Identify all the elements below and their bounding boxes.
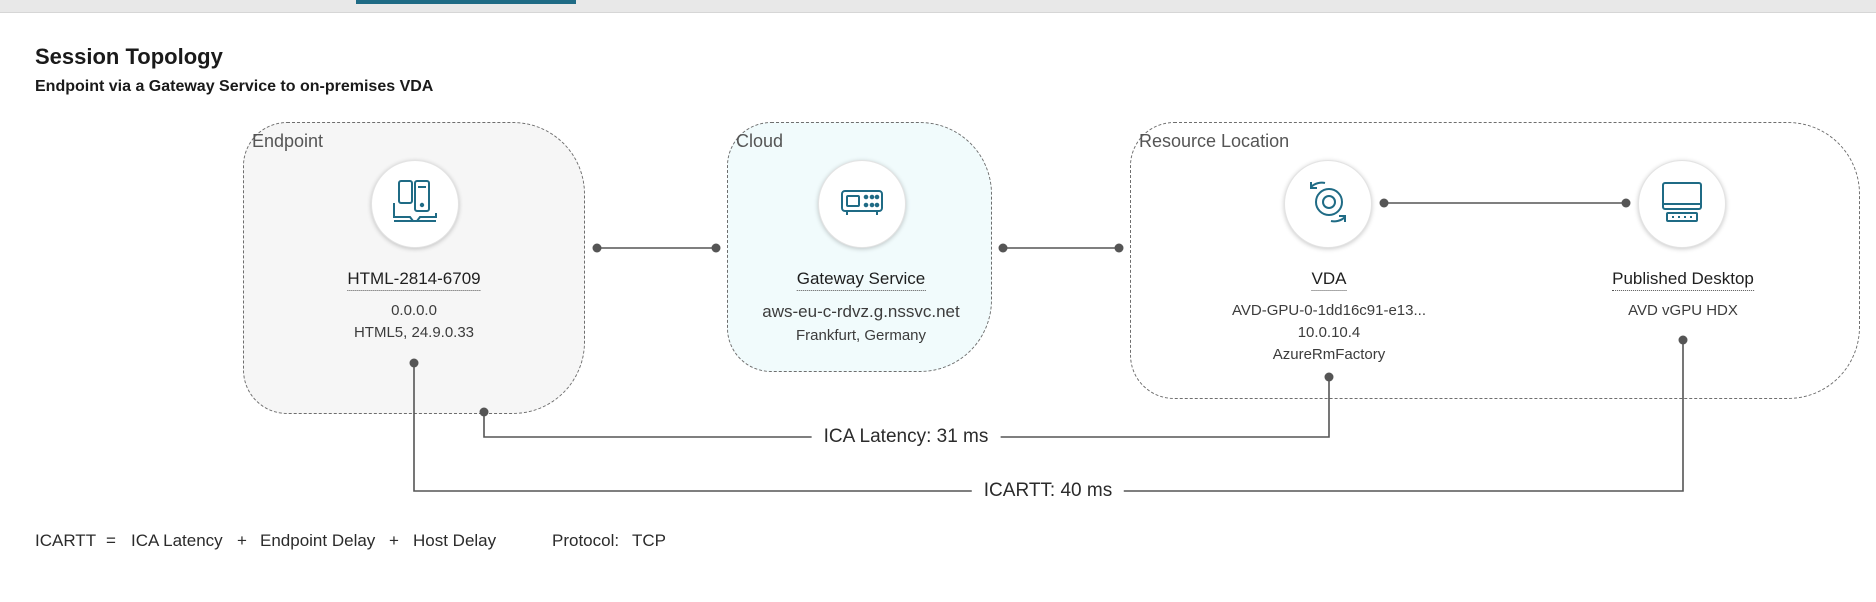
cloud-link-dot-left [711,243,721,253]
desktop-link-dot [1621,198,1631,208]
formula-equals: = [106,531,116,550]
ica-vda-dot [1324,372,1334,382]
formula-host-delay: Host Delay [413,531,497,550]
vda-machine-name: AVD-GPU-0-1dd16c91-e13... [1232,302,1426,319]
resource-location-group-label: Resource Location [1139,131,1290,151]
cloud-link-dot-right [998,243,1008,253]
endpoint-name-link[interactable]: HTML-2814-6709 [347,268,481,291]
icartt-endpoint-dot [409,358,419,368]
icartt-label: ICARTT: 40 ms [971,480,1125,502]
page-title: Session Topology [35,44,223,69]
vda-name-link[interactable]: VDA [1311,268,1347,291]
gateway-name-link[interactable]: Gateway Service [796,268,926,291]
ica-latency-label: ICA Latency: 31 ms [811,426,1001,448]
page-subtitle: Endpoint via a Gateway Service to on-pre… [35,78,434,95]
ica-endpoint-dot [479,407,489,417]
published-desktop-type: AVD vGPU HDX [1628,302,1738,319]
formula-plus-2: + [389,531,399,550]
vda-link-dot [1379,198,1389,208]
formula-plus-1: + [237,531,247,550]
tab-strip [0,0,1876,13]
protocol-label: Protocol: [552,531,620,550]
endpoint-link-dot [592,243,602,253]
formula-ica-latency: ICA Latency [131,531,223,550]
resource-location-group: Resource Location [1130,122,1860,399]
cloud-group-label: Cloud [736,131,784,151]
endpoint-client-version: HTML5, 24.9.0.33 [353,324,475,341]
icartt-desktop-dot [1678,335,1688,345]
endpoint-ip: 0.0.0.0 [391,302,437,319]
endpoint-node[interactable] [371,160,459,248]
gateway-host: aws-eu-c-rdvz.g.nssvc.net [762,302,960,321]
endpoint-devices-icon [390,177,440,232]
endpoint-group-label: Endpoint [252,131,324,151]
vda-catalog: AzureRmFactory [1272,346,1386,363]
gateway-location: Frankfurt, Germany [795,327,927,344]
gateway-node[interactable] [818,160,906,248]
formula-icartt: ICARTT [35,531,97,550]
resource-link-dot [1114,243,1124,253]
gateway-appliance-icon [837,177,887,232]
published-desktop-name-link[interactable]: Published Desktop [1612,268,1754,291]
formula-endpoint-delay: Endpoint Delay [260,531,376,550]
vda-ip: 10.0.10.4 [1297,324,1361,341]
vda-disk-sync-icon [1303,177,1353,232]
protocol-value: TCP [632,531,666,550]
desktop-monitor-icon [1657,177,1707,232]
icartt-path [413,340,1684,492]
published-desktop-node[interactable] [1638,160,1726,248]
vda-node[interactable] [1284,160,1372,248]
active-tab-indicator [356,0,576,4]
